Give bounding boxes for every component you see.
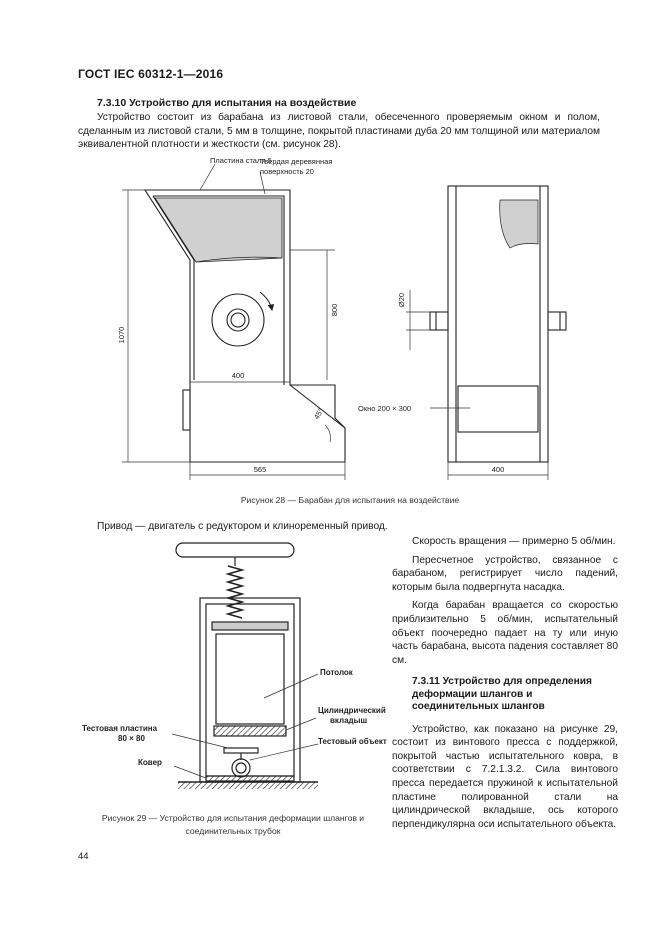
- figure-29-caption: Рисунок 29 — Устройство для испытания де…: [78, 812, 388, 838]
- label-steel-plate: Пластина стали 5: [210, 156, 272, 165]
- document-header: ГОСТ IEC 60312-1—2016: [78, 67, 224, 81]
- para-device: Устройство, как показано на рисунке 29, …: [392, 723, 618, 830]
- figure-29-caption-line-1: Рисунок 29 — Устройство для испытания де…: [101, 813, 365, 823]
- figure-28-caption: Рисунок 28 — Барабан для испытания на во…: [240, 495, 460, 505]
- label-wood-1: Твердая деревянная: [260, 157, 332, 166]
- dim-400-side: 400: [492, 465, 505, 474]
- label-test-plate-2: 80 × 80: [118, 734, 145, 743]
- page-number: 44: [78, 851, 89, 862]
- drive-text: Привод — двигатель с редуктором и клинор…: [97, 521, 388, 532]
- label-test-plate-1: Тестовая пластина: [82, 724, 158, 733]
- side-wood-fill: [499, 199, 539, 249]
- drum-side-view: [429, 185, 567, 463]
- para-counter: Пересчетное устройство, связанное с бара…: [392, 554, 618, 593]
- label-carpet: Ковер: [138, 758, 162, 767]
- label-wood-2: поверхность 20: [260, 167, 314, 176]
- wood-surface-fill: [154, 197, 283, 263]
- dim-565: 565: [254, 465, 267, 474]
- subsection-title: 7.3.11 Устройство для определения деформ…: [412, 676, 592, 713]
- figure-28-drawing: Пластина стали 5 Твердая деревянная пове…: [117, 156, 567, 480]
- label-window: Окно 200 × 300: [358, 404, 411, 413]
- dim-diameter-20: Ø20: [397, 293, 406, 307]
- dim-400-top: 400: [232, 371, 245, 380]
- dim-45-deg: 45°: [312, 407, 325, 421]
- para-rotation: Когда барабан вращается со скоростью при…: [392, 600, 618, 666]
- right-column: Скорость вращения — примерно 5 об/мин. П…: [392, 535, 618, 831]
- figure-29-drawing: Потолок Цилиндрический вкладыш Тестовая …: [82, 542, 387, 789]
- dim-1070: 1070: [117, 327, 126, 344]
- drum-front-view: [143, 189, 346, 463]
- label-cylinder-1: Цилиндрический: [318, 706, 386, 715]
- label-test-object: Тестовый объект: [318, 737, 387, 746]
- para-speed: Скорость вращения — примерно 5 об/мин.: [412, 536, 616, 547]
- dim-800: 800: [330, 304, 339, 317]
- label-cylinder-2: вкладыш: [330, 716, 367, 725]
- section-title: 7.3.10 Устройство для испытания на возде…: [97, 97, 357, 109]
- label-ceiling: Потолок: [320, 668, 354, 677]
- section-body: Устройство состоит из барабана из листов…: [78, 112, 600, 151]
- figure-29-caption-line-2: соединительных трубок: [185, 826, 281, 836]
- screw-press: [175, 542, 301, 783]
